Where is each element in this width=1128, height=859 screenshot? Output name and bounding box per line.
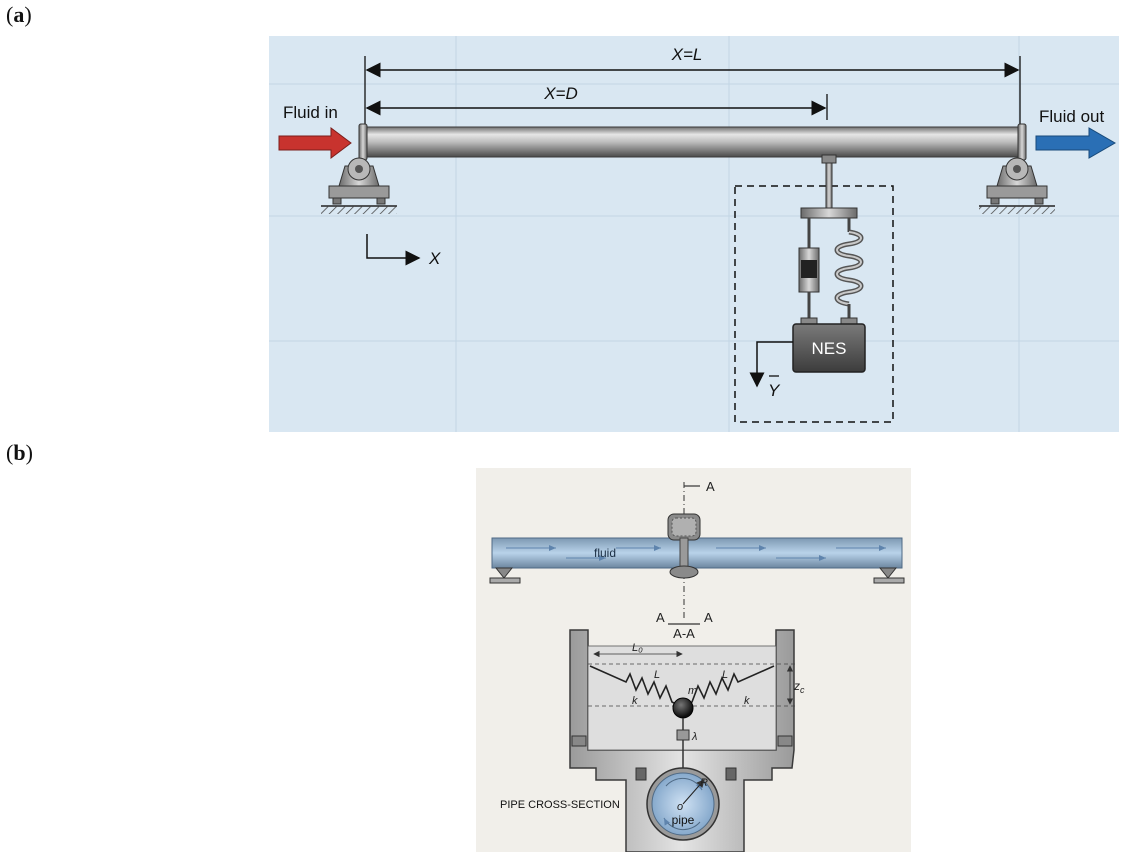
y-axis-arrow bbox=[749, 341, 793, 388]
right-support bbox=[979, 157, 1055, 214]
L-left-label: L bbox=[654, 669, 660, 681]
panel-a-diagram: X=L X=D Fluid in Fluid out X bbox=[269, 36, 1119, 432]
nes-top-bar bbox=[800, 207, 858, 219]
bolt-bottom-right bbox=[725, 767, 737, 781]
fluid-out-label: Fluid out bbox=[1039, 107, 1104, 126]
center-rod bbox=[679, 537, 689, 569]
section-top-label: A bbox=[706, 479, 715, 494]
right-support-base bbox=[873, 577, 905, 584]
x-axis-arrow bbox=[366, 234, 421, 266]
x-axis-label: X bbox=[428, 249, 441, 268]
mass-label: m bbox=[688, 685, 697, 697]
beam-pipe bbox=[491, 537, 903, 569]
dim-D-label: X=D bbox=[543, 84, 578, 103]
fluid-in-arrow bbox=[278, 127, 352, 159]
k-right-label: k bbox=[744, 695, 750, 707]
panel-b-label: (b) bbox=[6, 440, 33, 465]
panel-b-diagram: A fluid A A A-A L₀ zc L L k k m bbox=[476, 468, 911, 852]
cross-section-label: PIPE CROSS-SECTION bbox=[500, 799, 620, 811]
dim-L-label: X=L bbox=[671, 45, 703, 64]
left-spring bbox=[589, 665, 681, 707]
right-spring bbox=[685, 665, 775, 707]
section-right-label: A bbox=[704, 610, 713, 625]
damper-b bbox=[676, 729, 690, 741]
swirl-arrow-bottom bbox=[663, 817, 701, 831]
nes-mass-box bbox=[792, 323, 866, 373]
section-left-label: A bbox=[656, 610, 665, 625]
left-support-b bbox=[494, 567, 514, 579]
pipe-right-flange bbox=[1017, 123, 1027, 161]
damper bbox=[798, 218, 820, 320]
fluid-out-arrow bbox=[1035, 127, 1117, 159]
panel-a-label: (a) bbox=[6, 2, 32, 27]
fluid-in-label: Fluid in bbox=[283, 103, 338, 122]
nes-clamp bbox=[821, 154, 837, 164]
nes-rod bbox=[825, 162, 833, 210]
nes-mass-ball bbox=[672, 697, 694, 719]
fluid-flow-arrows bbox=[506, 545, 886, 561]
section-title: A-A bbox=[673, 626, 695, 641]
origin-label: o bbox=[677, 801, 683, 813]
radius-line bbox=[682, 779, 705, 805]
pipe-label: pipe bbox=[672, 813, 695, 827]
bolt-left bbox=[571, 735, 587, 747]
knurl bbox=[671, 517, 697, 537]
left-support-base bbox=[489, 577, 521, 584]
nes-dashed-box bbox=[734, 185, 894, 423]
damper-label: λ bbox=[691, 731, 697, 743]
spring bbox=[834, 218, 864, 320]
right-support-b bbox=[878, 567, 898, 579]
pipe-left-flange bbox=[358, 123, 368, 161]
bolt-right bbox=[777, 735, 793, 747]
pipe bbox=[360, 126, 1024, 158]
fluid-label: fluid bbox=[594, 546, 616, 560]
L-right-label: L bbox=[722, 669, 728, 681]
bolt-bottom-left bbox=[635, 767, 647, 781]
k-left-label: k bbox=[632, 695, 638, 707]
y-axis-label: Y bbox=[768, 381, 781, 400]
nes-label: NES bbox=[812, 339, 847, 358]
bottom-clamp bbox=[669, 565, 699, 579]
panel-a-background bbox=[269, 36, 1119, 432]
left-support bbox=[321, 157, 397, 214]
radius-label: R bbox=[700, 777, 708, 789]
L0-label: L₀ bbox=[632, 642, 643, 654]
zc-label: zc bbox=[793, 679, 805, 695]
